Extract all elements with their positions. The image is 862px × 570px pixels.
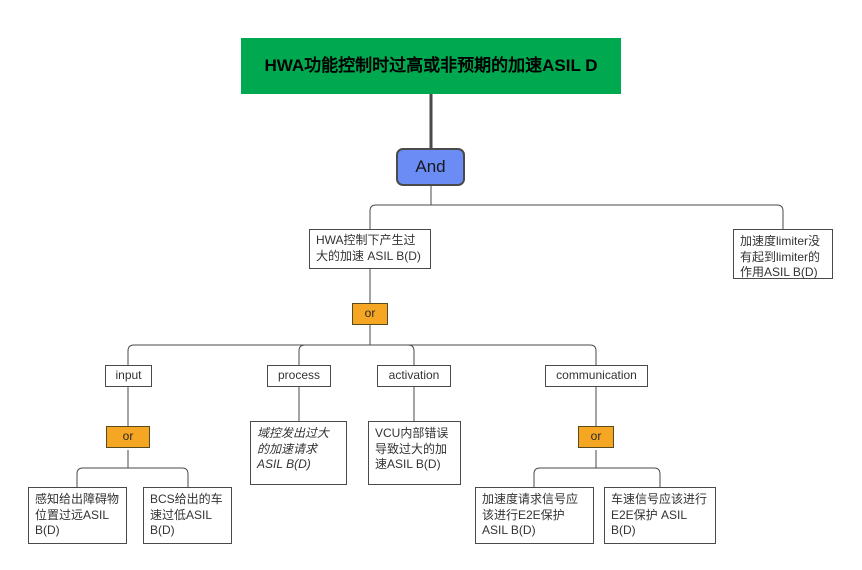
or-gate-communication-label: or (590, 429, 602, 444)
node-hwa-control[interactable]: HWA控制下产生过大的加速 ASIL B(D) (309, 229, 431, 269)
or-gate-input-label: or (122, 429, 134, 444)
leaf-perception-label: 感知给出障碍物位置过远ASIL B(D) (35, 492, 120, 538)
and-gate[interactable]: And (396, 148, 465, 186)
and-gate-label: And (415, 156, 446, 176)
leaf-accel-request-e2e-label: 加速度请求信号应该进行E2E保护 ASIL B(D) (482, 492, 579, 538)
category-communication-label: communication (556, 368, 637, 383)
leaf-accel-request-e2e[interactable]: 加速度请求信号应该进行E2E保护 ASIL B(D) (475, 487, 594, 544)
category-input[interactable]: input (105, 365, 152, 387)
category-process[interactable]: process (267, 365, 331, 387)
leaf-vcu-internal[interactable]: VCU内部错误导致过大的加速ASIL B(D) (368, 421, 461, 485)
leaf-bcs-speed-label: BCS给出的车速过低ASIL B(D) (150, 492, 223, 538)
leaf-vehicle-speed-e2e[interactable]: 车速信号应该进行E2E保护 ASIL B(D) (604, 487, 716, 544)
category-process-label: process (277, 368, 321, 383)
leaf-perception[interactable]: 感知给出障碍物位置过远ASIL B(D) (28, 487, 127, 544)
category-input-label: input (115, 368, 142, 383)
leaf-bcs-speed[interactable]: BCS给出的车速过低ASIL B(D) (143, 487, 232, 544)
leaf-vcu-internal-label: VCU内部错误导致过大的加速ASIL B(D) (375, 426, 449, 472)
category-activation[interactable]: activation (377, 365, 451, 387)
or-gate-top-label: or (364, 306, 376, 321)
leaf-domain-controller-label: 域控发出过大的加速请求 ASIL B(D) (257, 426, 330, 472)
node-accel-limiter-label: 加速度limiter没有起到limiter的作用ASIL B(D) (740, 234, 820, 280)
category-communication[interactable]: communication (545, 365, 648, 387)
top-hazard-label: HWA功能控制时过高或非预期的加速ASIL D (264, 55, 598, 75)
category-activation-label: activation (388, 368, 440, 383)
leaf-vehicle-speed-e2e-label: 车速信号应该进行E2E保护 ASIL B(D) (611, 492, 708, 538)
leaf-domain-controller[interactable]: 域控发出过大的加速请求 ASIL B(D) (250, 421, 347, 485)
or-gate-input[interactable]: or (106, 426, 150, 448)
node-hwa-control-label: HWA控制下产生过大的加速 ASIL B(D) (316, 233, 421, 263)
or-gate-communication[interactable]: or (578, 426, 614, 448)
node-accel-limiter[interactable]: 加速度limiter没有起到limiter的作用ASIL B(D) (733, 229, 833, 279)
or-gate-top[interactable]: or (352, 303, 388, 325)
top-hazard-node[interactable]: HWA功能控制时过高或非预期的加速ASIL D (241, 38, 621, 94)
